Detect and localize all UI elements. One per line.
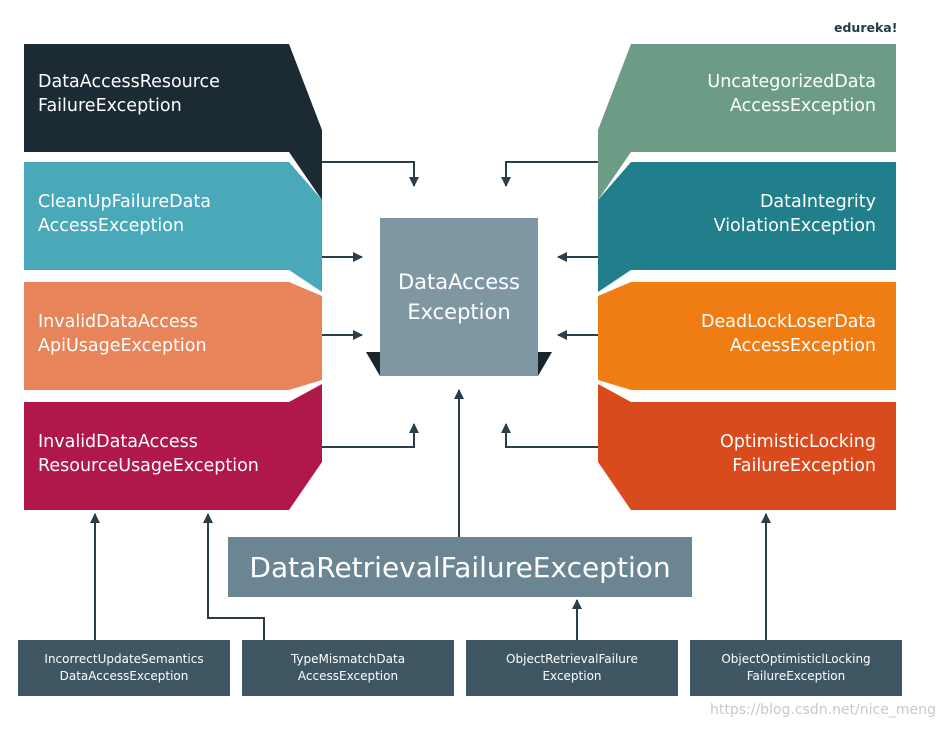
right-ribbon-1 — [598, 44, 896, 200]
right-box-3-shape — [598, 282, 896, 390]
bottom-box-1 — [18, 640, 230, 696]
bottom-box-4 — [690, 640, 902, 696]
bottom-box-2 — [242, 640, 454, 696]
right-box-4-shape — [598, 384, 896, 510]
bottom-box-3 — [466, 640, 678, 696]
center-box — [380, 218, 538, 376]
right-ribbon-4 — [598, 384, 896, 510]
right-ribbon-2 — [598, 162, 896, 292]
arrow-left-4 — [322, 423, 419, 448]
left-ribbon-2 — [24, 162, 322, 292]
retrieval-box — [228, 537, 692, 597]
left-box-1-shape — [24, 44, 322, 200]
right-box-1-shape — [598, 44, 896, 200]
right-box-2-shape — [598, 162, 896, 292]
watermark-url: https://blog.csdn.net/nice_meng — [710, 702, 936, 718]
left-box-3-shape — [24, 282, 322, 390]
arrow-right-1 — [501, 161, 598, 187]
left-ribbon-3 — [24, 282, 322, 390]
left-ribbon-4 — [24, 384, 322, 510]
arrow-bottom-2 — [203, 513, 265, 640]
center-box-label: DataAccess Exception — [397, 270, 521, 324]
left-box-2-shape — [24, 162, 322, 292]
edureka-logo: edureka! — [834, 20, 898, 35]
left-box-4-shape — [24, 384, 322, 510]
retrieval-box-label: DataRetrievalFailureException — [249, 550, 671, 584]
right-ribbon-3 — [598, 282, 896, 390]
center-fold-right — [538, 352, 552, 376]
left-ribbon-1 — [24, 44, 322, 200]
center-fold-left — [366, 352, 380, 376]
arrow-right-4 — [501, 423, 598, 448]
arrow-left-1 — [322, 161, 419, 187]
